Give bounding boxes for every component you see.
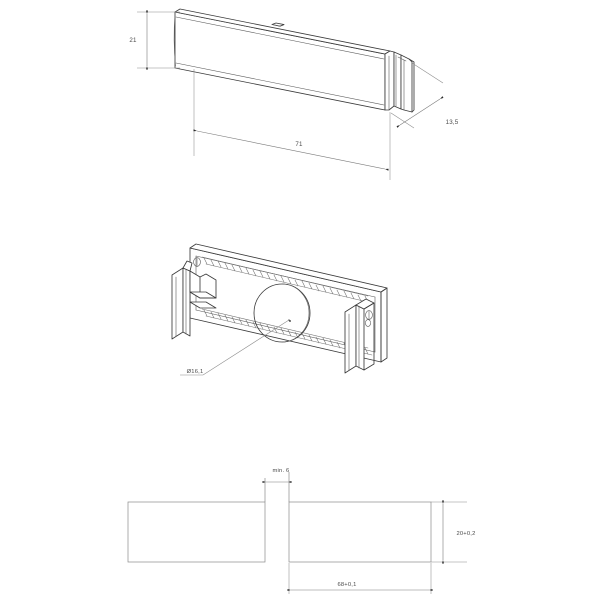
dimension-slot-width: min. 6 bbox=[262, 468, 292, 484]
dimension-depth-135: 13,5 bbox=[390, 62, 459, 129]
rib-band-top bbox=[201, 256, 373, 304]
end-cap bbox=[384, 50, 415, 113]
eyelet-right-upper bbox=[365, 319, 371, 327]
clip-right bbox=[344, 298, 375, 374]
panel-body bbox=[173, 8, 391, 111]
eyelet-top-left bbox=[193, 257, 201, 267]
eyelet-bottom-right bbox=[365, 310, 373, 320]
dimension-hole-diameter: Ø16,1 bbox=[180, 319, 290, 376]
view-section-cutout: min. 6 20+0,2 68+0,1 bbox=[127, 468, 475, 594]
dimension-height-21: 21 bbox=[129, 10, 180, 70]
section-block-left bbox=[127, 501, 266, 563]
dim-label-depth: 13,5 bbox=[446, 119, 459, 126]
dim-label-cutout-length: 68+0,1 bbox=[337, 582, 356, 588]
dim-label-slot-width: min. 6 bbox=[273, 468, 290, 474]
dimension-cutout-length: 68+0,1 bbox=[287, 563, 433, 594]
dimension-panel-thickness: 20+0,2 bbox=[431, 500, 475, 564]
dim-label-hole-diameter: Ø16,1 bbox=[187, 369, 204, 375]
top-lug bbox=[271, 22, 285, 27]
dim-label-panel-thickness: 20+0,2 bbox=[456, 531, 475, 537]
view-iso-back: Ø16,1 bbox=[171, 243, 388, 376]
view-iso-front: 21 71 13,5 bbox=[129, 8, 459, 180]
dim-label-height: 21 bbox=[129, 37, 137, 44]
clip-left bbox=[171, 260, 217, 340]
dim-label-length: 71 bbox=[295, 141, 303, 148]
section-block-right bbox=[288, 501, 432, 563]
center-hole bbox=[253, 283, 311, 343]
dimension-length-71: 71 bbox=[193, 69, 391, 180]
